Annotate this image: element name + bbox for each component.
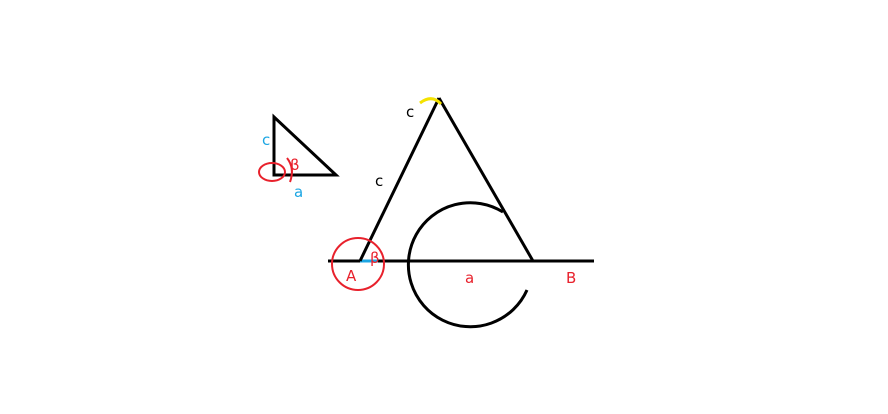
apex-label: c <box>406 103 414 121</box>
small-angle-arc <box>286 157 293 183</box>
compass-arc <box>406 201 529 329</box>
small-triangle-outline <box>272 113 340 177</box>
base-a-label: a <box>465 269 474 287</box>
vertex-a-label: A <box>346 267 357 285</box>
small-side-a-label: a <box>294 183 303 201</box>
vertex-a-circle <box>331 237 385 291</box>
vertex-b-label: B <box>566 269 576 287</box>
small-triangle: c β a <box>258 113 340 201</box>
main-construction: c c A β a B <box>328 97 594 329</box>
side-b-line <box>437 97 535 262</box>
small-side-c-label: c <box>262 131 270 149</box>
small-angle-circle <box>258 162 286 182</box>
side-c-label: c <box>375 172 383 190</box>
apex-angle-arc <box>419 97 443 106</box>
angle-beta-label: β <box>370 249 380 267</box>
side-c-line <box>358 97 441 262</box>
small-angle-beta-label: β <box>290 156 300 174</box>
